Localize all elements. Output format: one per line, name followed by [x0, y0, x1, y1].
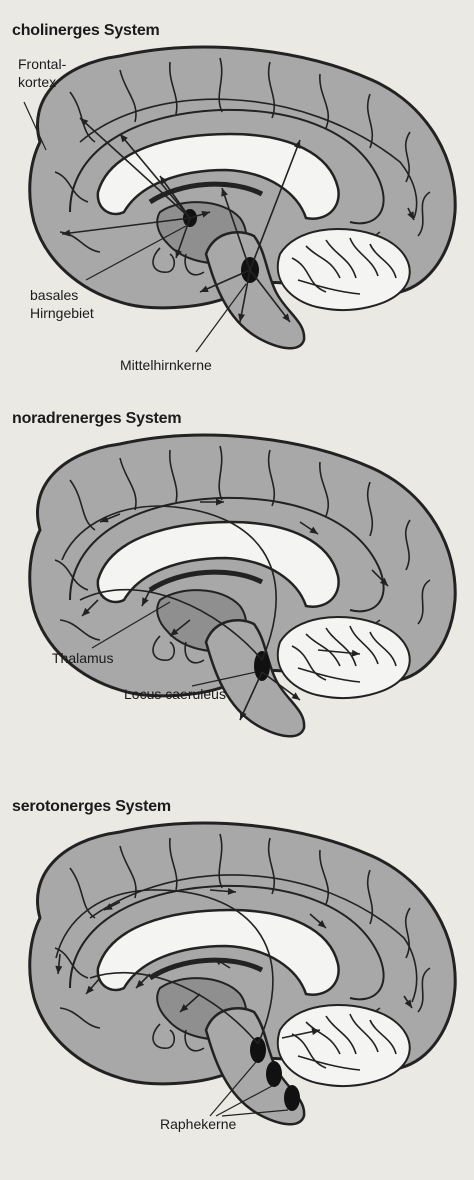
raphe-nucleus-3: [284, 1085, 300, 1111]
thalamus-label: Thalamus: [52, 650, 113, 668]
noradrenergic-projection-8-head: [291, 692, 300, 700]
frontal-cortex-label-line2: kortex: [18, 74, 66, 92]
basal-forebrain-label: basales Hirngebiet: [30, 287, 94, 322]
cholinergic-brain-illustration: [0, 22, 474, 404]
raphe-nucleus-1: [250, 1037, 266, 1063]
locus-caeruleus-label: Locus caeruleus: [124, 686, 226, 704]
cerebellum: [278, 617, 410, 698]
basal-forebrain-label-line1: basales: [30, 287, 94, 305]
noradrenergic-title: noradrenerges System: [12, 410, 181, 428]
cerebellum: [278, 229, 410, 310]
serotonergic-brain-illustration: [0, 798, 474, 1180]
frontal-cortex-label: Frontal- kortex: [18, 56, 66, 91]
raphe-nucleus-2: [266, 1061, 282, 1087]
diagram-page: cholinerges System Frontal- kortex basal…: [0, 0, 474, 1147]
serotonergic-title: serotonerges System: [12, 798, 171, 816]
serotonergic-panel: serotonerges System Raphekerne: [0, 798, 474, 1180]
noradrenergic-brain-illustration: [0, 410, 474, 792]
basal-forebrain-label-line2: Hirngebiet: [30, 305, 94, 323]
cerebellum: [278, 1005, 410, 1086]
cholinergic-title: cholinerges System: [12, 22, 160, 40]
frontal-cortex-label-line1: Frontal-: [18, 56, 66, 74]
midbrain-nuclei-label: Mittelhirnkerne: [120, 357, 212, 375]
cholinergic-panel: cholinerges System Frontal- kortex basal…: [0, 22, 474, 404]
noradrenergic-panel: noradrenerges System Thalamus Locus caer…: [0, 410, 474, 792]
raphe-nuclei-label: Raphekerne: [160, 1116, 236, 1134]
